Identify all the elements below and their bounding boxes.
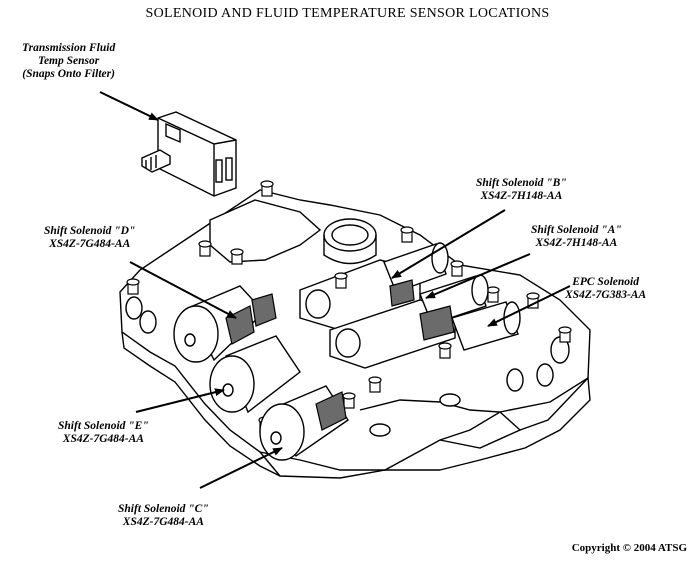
label-shift-c-part: XS4Z-7G484-AA <box>122 516 204 528</box>
arrow-tft-sensor <box>99 91 159 121</box>
label-shift-c-name: Shift Solenoid "C" <box>118 503 209 515</box>
label-shift-b: Shift Solenoid "B" XS4Z-7H148-AA <box>476 177 567 203</box>
label-epc-part: XS4Z-7G383-AA <box>565 289 647 301</box>
label-shift-e: Shift Solenoid "E" XS4Z-7G484-AA <box>58 420 149 446</box>
arrow-shift-d <box>129 261 237 319</box>
label-shift-d: Shift Solenoid "D" XS4Z-7G484-AA <box>44 225 135 251</box>
label-shift-a: Shift Solenoid "A" XS4Z-7H148-AA <box>531 224 622 250</box>
label-tft-sensor-line2: Temp Sensor <box>37 55 100 67</box>
label-shift-b-name: Shift Solenoid "B" <box>476 177 567 189</box>
solenoid-connectors <box>225 279 455 431</box>
label-epc-name: EPC Solenoid <box>572 276 639 288</box>
label-shift-b-part: XS4Z-7H148-AA <box>480 190 563 202</box>
label-epc: EPC Solenoid XS4Z-7G383-AA <box>565 276 646 302</box>
label-shift-c: Shift Solenoid "C" XS4Z-7G484-AA <box>118 503 209 529</box>
arrow-shift-e <box>135 388 225 413</box>
arrow-shift-b <box>391 209 506 279</box>
label-shift-a-part: XS4Z-7H148-AA <box>535 237 618 249</box>
temp-sensor-drawing <box>141 111 237 197</box>
label-shift-d-name: Shift Solenoid "D" <box>44 225 136 237</box>
arrow-shift-c <box>199 447 283 489</box>
solenoid-cylinders <box>173 242 521 461</box>
label-shift-e-name: Shift Solenoid "E" <box>58 420 149 432</box>
diagram-title: SOLENOID AND FLUID TEMPERATURE SENSOR LO… <box>145 6 550 21</box>
copyright-notice: Copyright © 2004 ATSG <box>571 542 687 554</box>
arrow-epc <box>487 285 571 327</box>
leader-arrows <box>99 91 571 489</box>
label-tft-sensor-line1: Transmission Fluid <box>22 42 116 54</box>
arrow-shift-a <box>425 253 531 299</box>
label-shift-a-name: Shift Solenoid "A" <box>531 224 622 236</box>
label-tft-sensor-line3: (Snaps Onto Filter) <box>22 68 115 80</box>
label-shift-e-part: XS4Z-7G484-AA <box>62 433 144 445</box>
label-shift-d-part: XS4Z-7G484-AA <box>49 238 131 250</box>
label-tft-sensor: Transmission Fluid Temp Sensor (Snaps On… <box>22 42 115 81</box>
